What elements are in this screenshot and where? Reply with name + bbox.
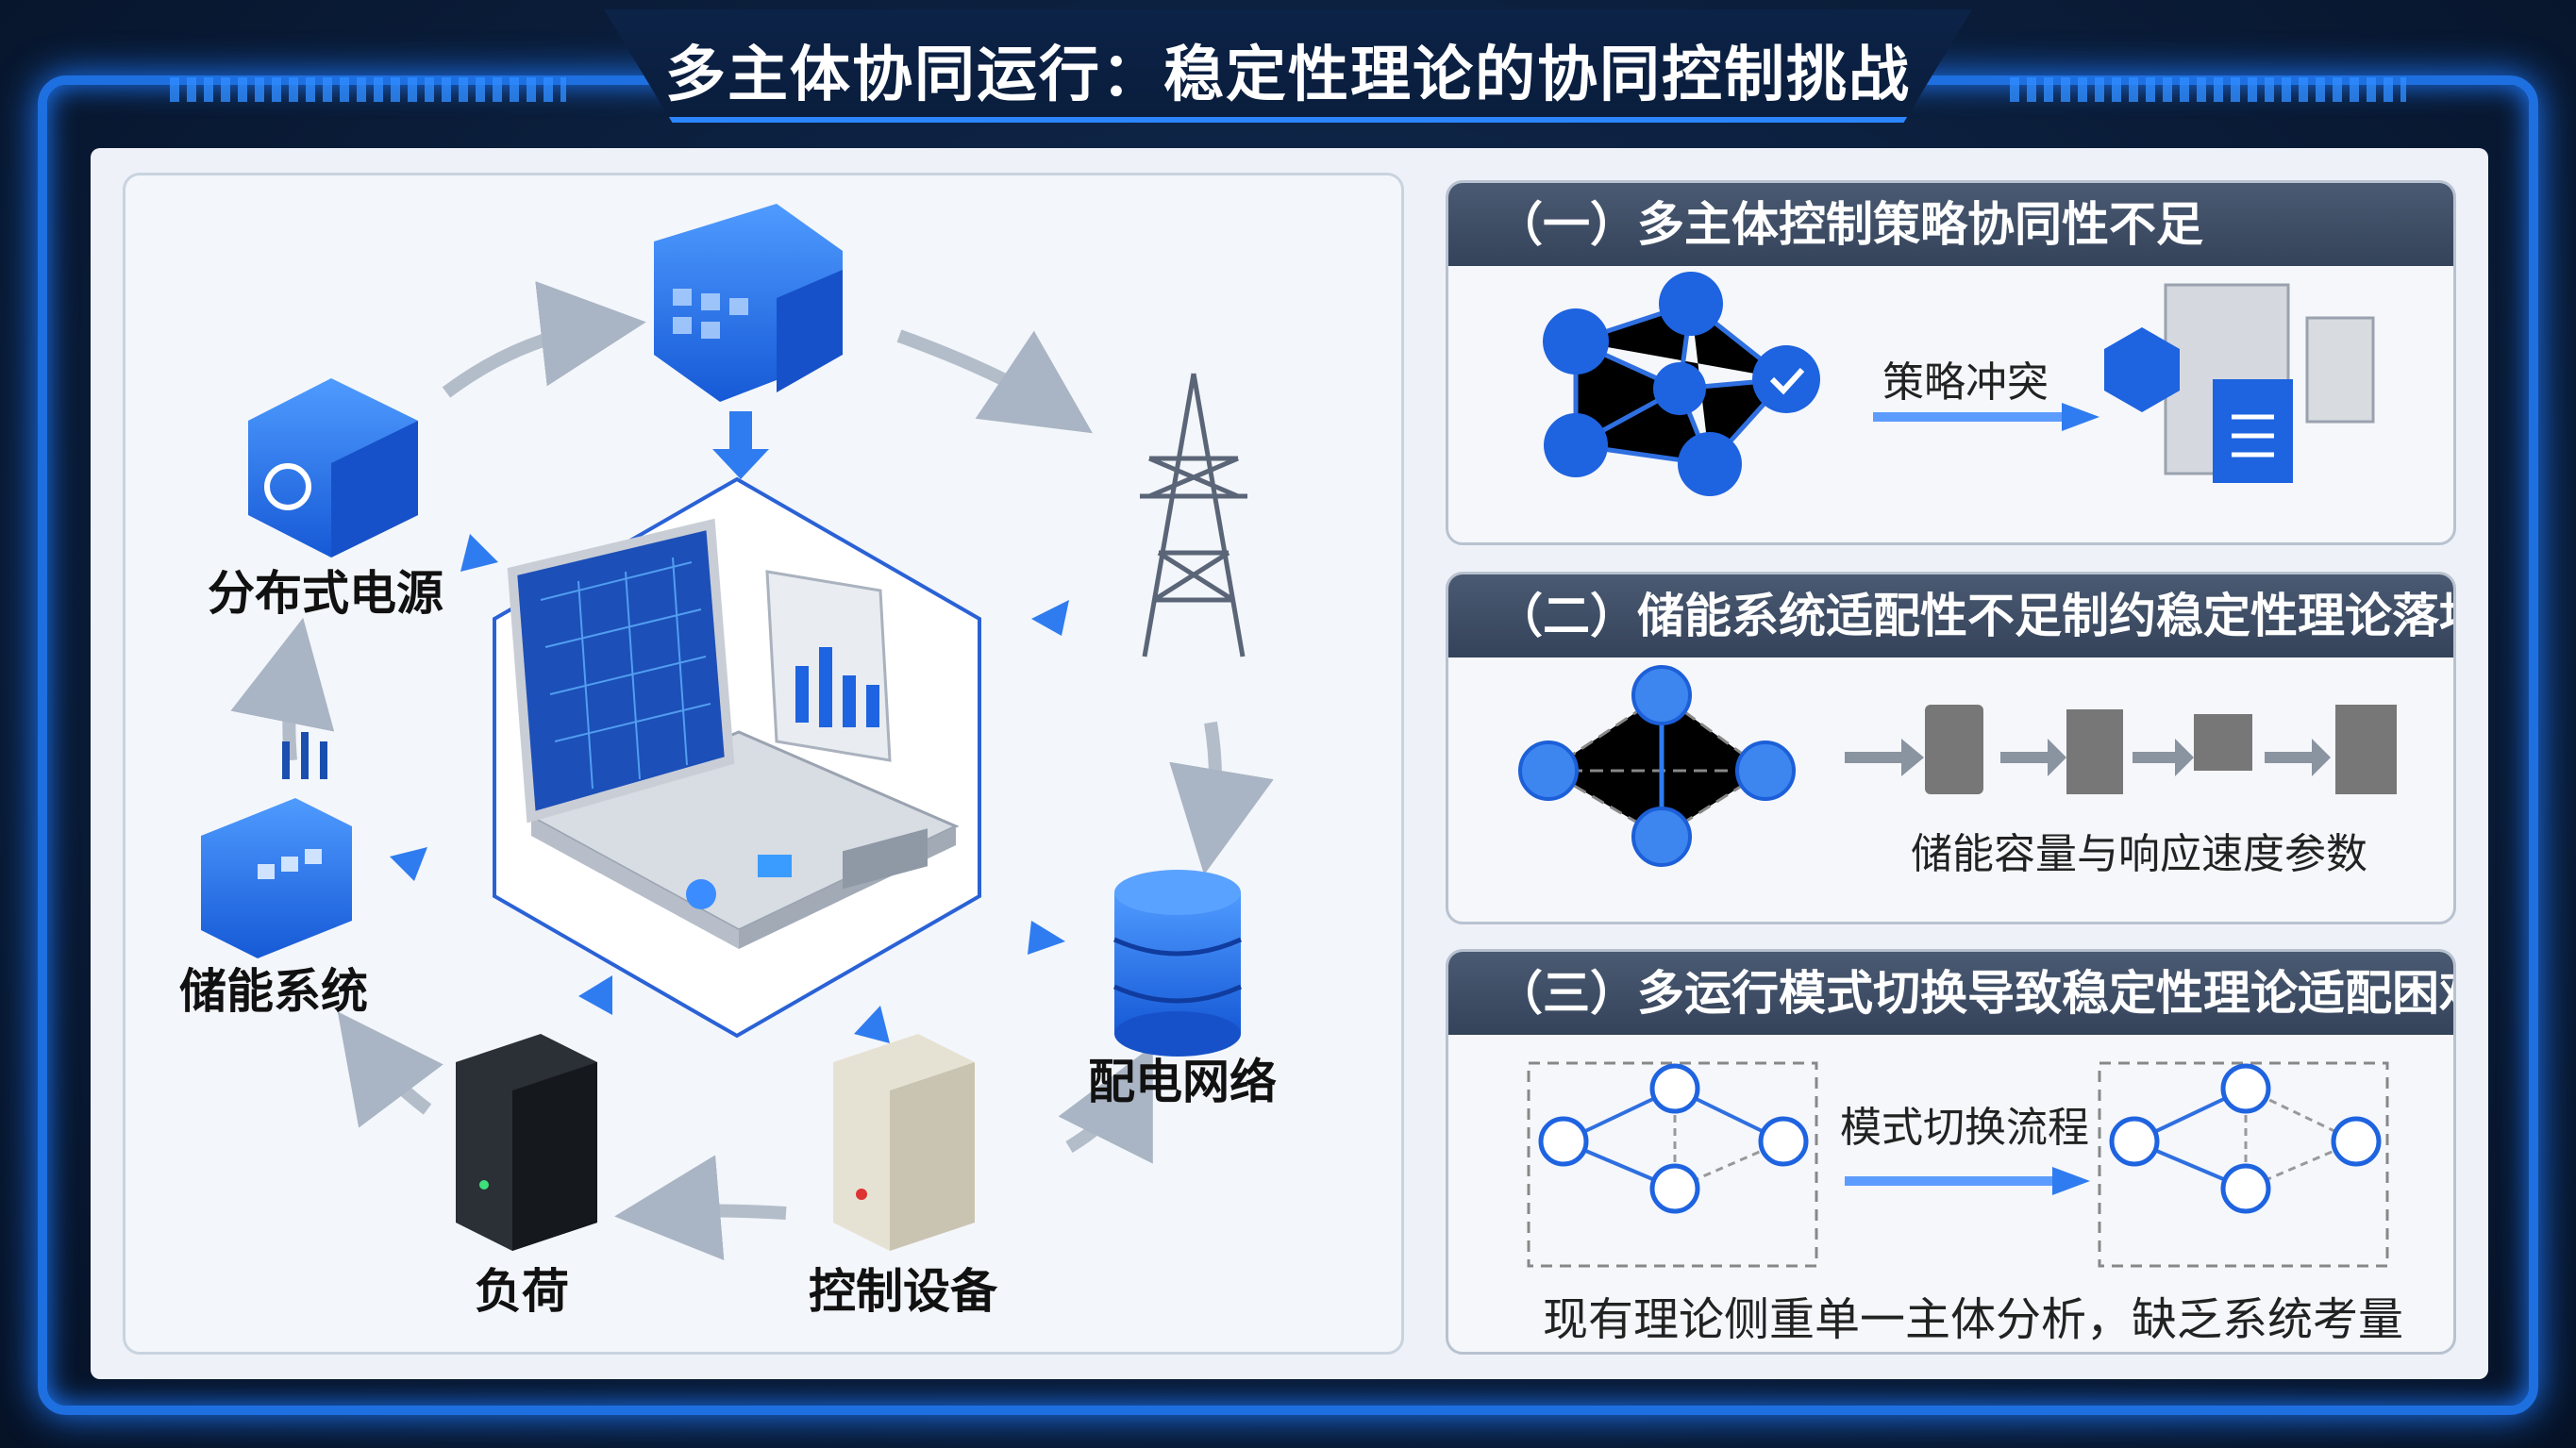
section-1-heading: （一）多主体控制策略协同性不足: [1448, 183, 2453, 266]
report-icon: [2066, 709, 2123, 794]
flow-arrows: [230, 281, 1274, 1261]
decor-stripes-right: [2010, 77, 2406, 102]
section-3-heading: （三）多运行模式切换导致稳定性理论适配困难: [1448, 952, 2453, 1035]
blue-arrows: [390, 411, 1069, 1043]
agent-node-icon: [1543, 308, 1609, 374]
label-energy-storage: 储能系统: [179, 964, 368, 1019]
transmission-tower-icon: [1140, 373, 1247, 657]
storage-parameter-caption: 储能容量与响应速度参数: [1911, 830, 2367, 878]
page-title: 多主体协同运行：稳定性理论的协同控制挑战: [665, 41, 1911, 110]
decor-stripes-left: [170, 77, 566, 102]
monitor-icon: [2194, 714, 2252, 771]
system-diagram: 分布式电源 储能系统 配电网络 负荷 控制设备: [123, 173, 1404, 1355]
control-device-icon: [833, 1034, 975, 1251]
file-icon: [2213, 379, 2293, 483]
storage-device-icon: [2335, 705, 2397, 794]
distributed-power-icon: [248, 378, 418, 558]
mode-switch-label: 模式切换流程: [1840, 1104, 2089, 1152]
database-icon: [1112, 870, 1243, 1057]
title-bar: [604, 9, 1972, 123]
user-hex-icon: [2104, 327, 2180, 412]
strategy-conflict-label: 策略冲突: [1882, 358, 2049, 407]
label-control-device: 控制设备: [809, 1264, 998, 1319]
section-1-strategy-coordination: （一）多主体控制策略协同性不足 策略冲突: [1446, 180, 2456, 545]
load-server-icon: [456, 1034, 597, 1251]
arrow-right-icon: [2052, 1167, 2090, 1195]
section-2-energy-storage-fit: （二）储能系统适配性不足制约稳定性理论落地 储能容量与响应速度参数: [1446, 572, 2456, 924]
section-2-heading: （二）储能系统适配性不足制约稳定性理论落地: [1448, 574, 2453, 657]
data-center-icon: [654, 204, 843, 402]
document-icon: [1925, 705, 1983, 794]
check-icon: [1769, 367, 1805, 395]
theory-limitation-caption: 现有理论侧重单一主体分析，缺乏系统考量: [1543, 1293, 2404, 1346]
energy-storage-icon: [201, 732, 352, 958]
section-3-mode-switching: （三）多运行模式切换导致稳定性理论适配困难 模式切换流程 现有理论侧重单一主体分…: [1446, 949, 2456, 1355]
label-distributed-power: 分布式电源: [208, 566, 443, 621]
label-load: 负荷: [475, 1264, 569, 1319]
storage-flow-graphic: [1518, 665, 2397, 867]
label-distribution-network: 配电网络: [1088, 1055, 1277, 1109]
mode-switch-graphic: [1527, 1061, 2389, 1268]
arrow-right-icon: [2062, 403, 2099, 431]
central-computer: [493, 476, 981, 1039]
agent-network-graphic: [1543, 272, 2375, 496]
